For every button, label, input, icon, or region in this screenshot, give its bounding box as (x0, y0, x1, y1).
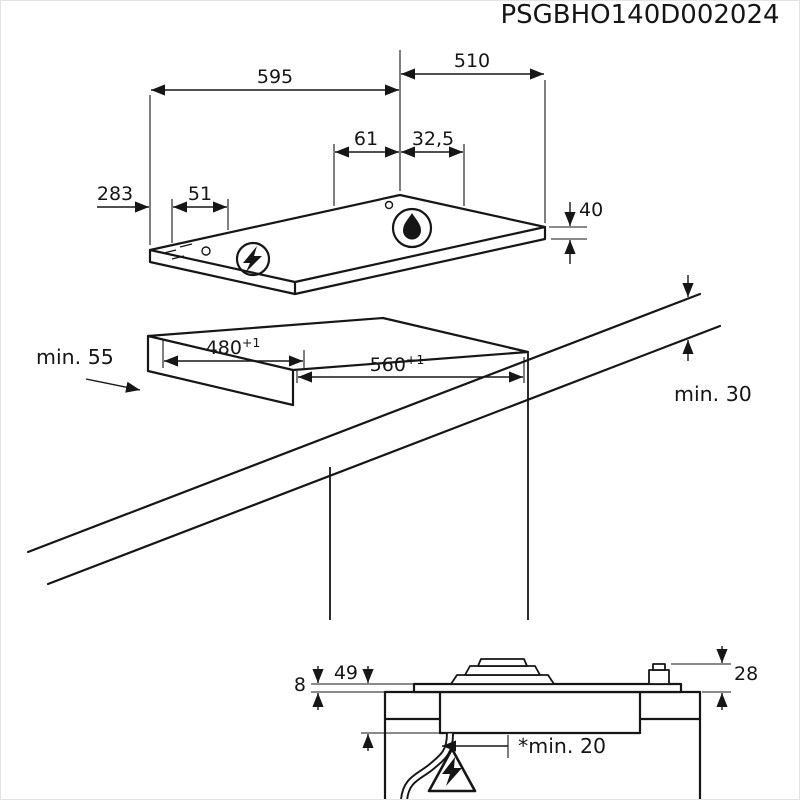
dim-label-28: 28 (734, 663, 758, 685)
dimension-min-20: *min. 20 (442, 734, 606, 758)
worktop-bottom-edge (46, 324, 722, 586)
burner-cap (477, 658, 528, 667)
fitting-circle (201, 246, 211, 256)
dim-label-min-55: min. 55 (36, 345, 114, 369)
hob-glass-profile (412, 682, 683, 694)
cutout-wall (146, 369, 295, 407)
burner-section (450, 658, 555, 685)
burner-base (450, 674, 555, 685)
dimension-560: 560+1 (296, 352, 525, 383)
control-knob (648, 663, 670, 685)
dim-label-min-30: min. 30 (674, 382, 752, 406)
worktop-cutout-view: 480+1 560+1 min. 55 min. 30 (26, 275, 752, 620)
model-number: PSGBHO140D002024 (500, 0, 779, 30)
mark (171, 255, 185, 260)
dimension-595: 595 (149, 50, 401, 245)
leader-arrow (85, 378, 141, 393)
ignition-burner-ring (235, 241, 271, 277)
dimension-61-32_5: 61 32,5 (333, 128, 465, 206)
electric-hazard-icon (442, 757, 462, 786)
flame-icon (403, 213, 421, 240)
hob-box-section (438, 690, 642, 735)
gas-burner (391, 207, 433, 249)
dimension-8: 8 (294, 666, 414, 710)
dimension-480: 480+1 (162, 335, 305, 368)
hob-top-view: 595 510 61 32,5 283 51 (97, 50, 603, 296)
dim-label-480: 480+1 (206, 335, 261, 359)
worktop-front-edge (26, 292, 702, 554)
knob-top (652, 663, 666, 671)
mark (179, 243, 193, 248)
dimension-28: 28 (671, 646, 758, 710)
electric-hazard-warning (427, 747, 477, 793)
dim-label-595: 595 (257, 66, 293, 88)
dim-label-32_5: 32,5 (412, 128, 454, 150)
dimension-510: 510 (401, 50, 546, 223)
dim-label-49: 49 (334, 662, 358, 684)
dimension-283-51: 283 51 (97, 183, 229, 243)
dim-label-283: 283 (97, 183, 133, 205)
knob-body (648, 669, 670, 685)
dim-label-8: 8 (294, 674, 306, 696)
burner-body (464, 665, 541, 676)
hob-body (148, 193, 547, 296)
dim-label-min-20: *min. 20 (518, 734, 606, 758)
dimension-min-30: min. 30 (674, 275, 752, 406)
dimension-49: 49 (334, 662, 440, 751)
dim-label-40: 40 (579, 199, 603, 221)
pan-support-marks (163, 243, 193, 260)
hob-top-surface (148, 193, 547, 284)
dim-label-560: 560+1 (370, 352, 425, 376)
gas-burner-ring (391, 207, 433, 249)
installation-section-view: 8 49 28 *min. 20 (294, 646, 758, 800)
dimension-40: 40 (549, 199, 603, 264)
dim-label-510: 510 (454, 50, 490, 72)
mark (163, 249, 177, 254)
lightning-icon (243, 246, 262, 272)
fitting-circle (384, 200, 394, 210)
dim-label-51: 51 (188, 183, 212, 205)
dimension-min-55: min. 55 (36, 345, 141, 393)
ignition-burner (235, 241, 271, 277)
dim-label-61: 61 (354, 128, 378, 150)
